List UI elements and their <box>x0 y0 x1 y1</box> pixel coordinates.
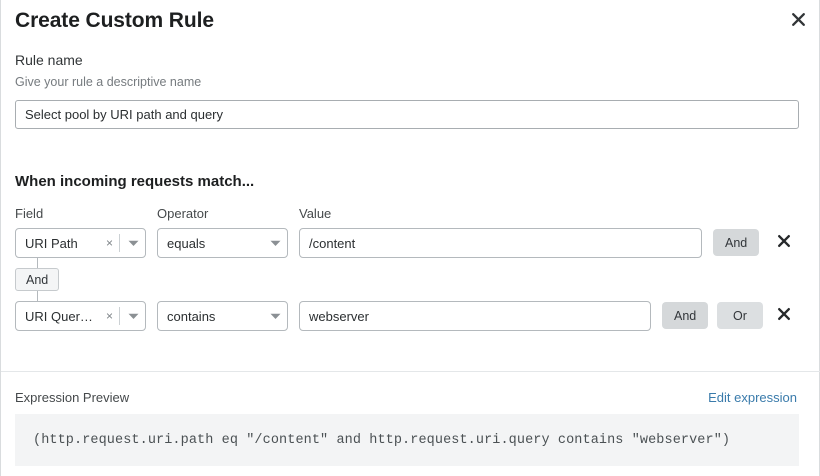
group-logic-toggle[interactable]: And <box>15 268 60 291</box>
remove-condition-button-2[interactable] <box>773 304 795 326</box>
operator-select-2-value: contains <box>167 308 216 324</box>
column-header-field: Field <box>15 206 44 221</box>
divider <box>119 234 120 252</box>
expression-preview-code: (http.request.uri.path eq "/content" and… <box>33 432 731 448</box>
condition-row: URI Path × equals And <box>1 228 820 258</box>
operator-select-1-value: equals <box>167 235 206 251</box>
chevron-down-icon[interactable] <box>121 313 145 320</box>
close-icon <box>777 234 791 251</box>
column-header-value: Value <box>299 206 332 221</box>
clear-icon[interactable]: × <box>105 236 113 250</box>
value-input-1[interactable] <box>299 228 702 258</box>
rule-name-input[interactable] <box>15 100 799 129</box>
match-section-heading: When incoming requests match... <box>15 173 255 190</box>
connector-line-bottom <box>37 291 38 301</box>
chevron-down-icon[interactable] <box>121 240 145 247</box>
close-icon <box>777 307 791 324</box>
expression-preview-box: (http.request.uri.path eq "/content" and… <box>15 414 799 466</box>
expression-preview-label: Expression Preview <box>15 390 130 405</box>
field-select-2[interactable]: URI Query St... × <box>15 301 146 331</box>
logic-or-button-2[interactable]: Or <box>717 302 763 329</box>
close-icon <box>791 12 806 27</box>
field-select-1[interactable]: URI Path × <box>15 228 146 258</box>
field-select-2-value: URI Query St... <box>25 308 101 324</box>
chevron-down-icon[interactable] <box>263 240 287 247</box>
condition-row: URI Query St... × contains And Or <box>1 301 820 331</box>
logic-and-button-2[interactable]: And <box>662 302 709 329</box>
connector-line-top <box>37 258 38 268</box>
operator-select-1[interactable]: equals <box>157 228 288 258</box>
remove-condition-button-1[interactable] <box>773 231 795 253</box>
page-title: Create Custom Rule <box>15 9 214 32</box>
divider <box>119 307 120 325</box>
rule-name-help-text: Give your rule a descriptive name <box>15 75 202 89</box>
operator-select-2[interactable]: contains <box>157 301 288 331</box>
value-input-2[interactable] <box>299 301 651 331</box>
clear-icon[interactable]: × <box>105 309 113 323</box>
column-header-operator: Operator <box>157 206 209 221</box>
field-select-1-value: URI Path <box>25 235 78 251</box>
logic-and-button-1[interactable]: And <box>713 229 760 256</box>
close-modal-button[interactable] <box>785 6 811 32</box>
chevron-down-icon[interactable] <box>263 313 287 320</box>
section-divider <box>1 371 820 372</box>
edit-expression-link[interactable]: Edit expression <box>708 390 797 405</box>
rule-name-label: Rule name <box>15 52 83 68</box>
